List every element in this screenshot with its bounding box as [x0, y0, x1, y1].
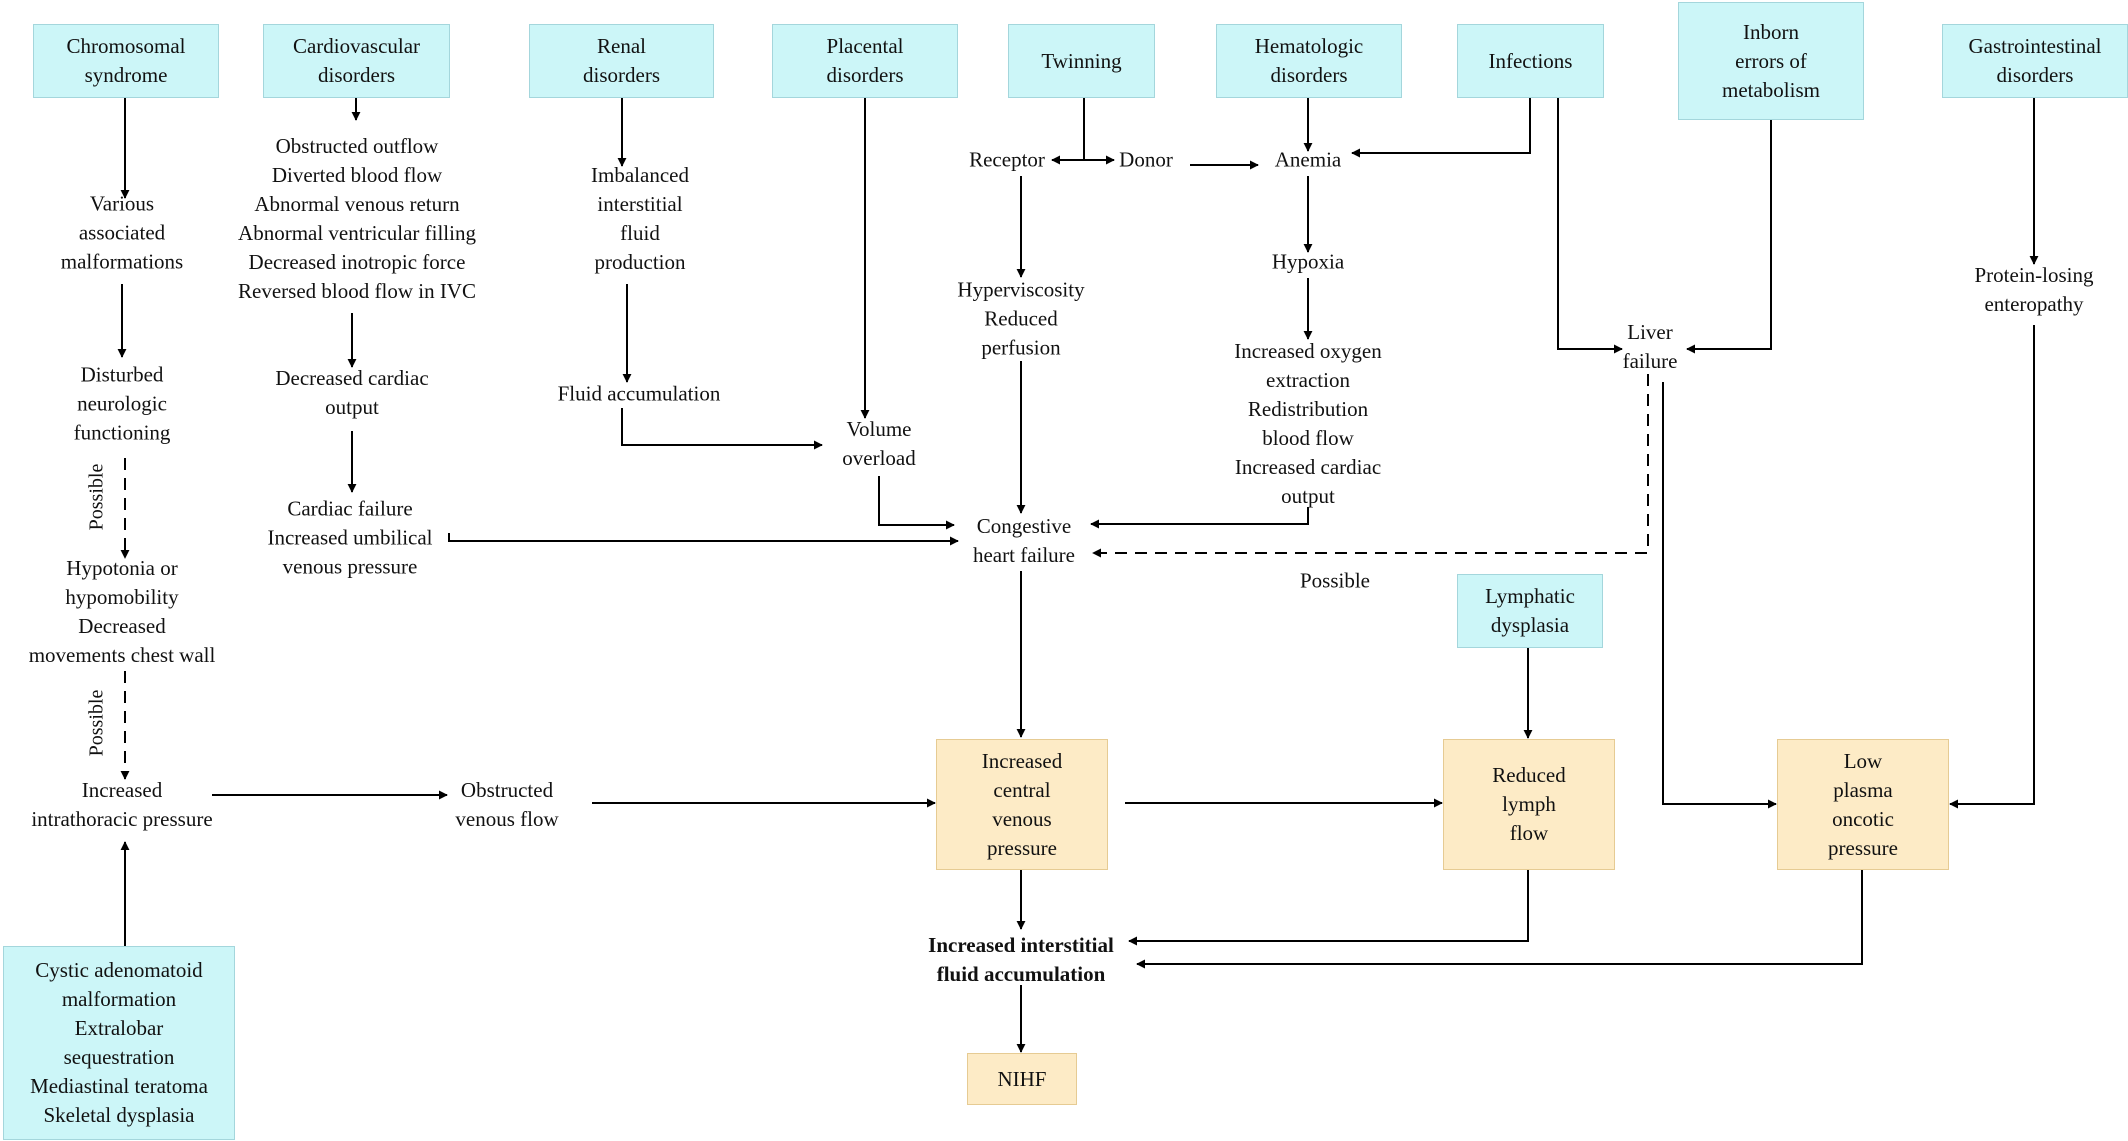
cause-chromosomal-syndrome: Chromosomal syndrome — [33, 24, 219, 98]
arrow-infections-anemia — [1351, 97, 1531, 158]
cause-thoracic-lesions: Cystic adenomatoid malformation Extralob… — [3, 946, 235, 1140]
arrow-failure-chf — [448, 533, 959, 546]
arrow-inborn-liver — [1686, 118, 1772, 354]
step-donor: Donor — [1119, 147, 1173, 172]
outcome-interstitial-fluid-accumulation: Increased interstitial fluid accumulatio… — [928, 933, 1114, 986]
outcome-reduced-lymph-flow: Reduced lymph flow — [1443, 739, 1615, 870]
step-intrathoracic-pressure: Increased intrathoracic pressure — [31, 778, 213, 831]
arrow-fluid-volume — [621, 408, 823, 450]
step-various-malformations: Various associated malformations — [60, 191, 184, 274]
step-obstructed-venous-flow: Obstructed venous flow — [455, 778, 559, 831]
cause-inborn-errors: Inborn errors of metabolism — [1678, 2, 1864, 120]
cause-twinning: Twinning — [1008, 24, 1155, 98]
arrow-infections-liver — [1557, 97, 1623, 354]
step-fluid-accumulation: Fluid accumulation — [557, 381, 721, 406]
cause-placental-disorders: Placental disorders — [772, 24, 958, 98]
step-congestive-heart-failure: Congestive heart failure — [972, 514, 1076, 567]
outcome-low-plasma-oncotic-pressure: Low plasma oncotic pressure — [1777, 739, 1949, 870]
step-imbalanced-fluid-production: Imbalanced interstitial fluid production — [591, 163, 689, 274]
step-disturbed-neurologic: Disturbed neurologic functioning — [73, 362, 171, 445]
arrow-liver-chf — [1092, 374, 1649, 558]
cause-gastrointestinal-disorders: Gastrointestinal disorders — [1942, 24, 2128, 98]
arrow-lymph-interstitial — [1128, 869, 1529, 946]
cause-cardiovascular-disorders: Cardiovascular disorders — [263, 24, 450, 98]
arrow-oxygen-chf — [1090, 507, 1309, 529]
step-oxygen-extraction: Increased oxygen extraction Redistributi… — [1234, 339, 1382, 508]
edge-label-possible-liver: Possible — [1299, 568, 1371, 593]
arrow-oncotic-interstitial — [1136, 869, 1863, 969]
cause-hematologic-disorders: Hematologic disorders — [1216, 24, 1402, 98]
step-liver-failure: Liver failure — [1622, 320, 1678, 373]
step-decreased-cardiac-output: Decreased cardiac output — [275, 366, 429, 419]
arrow-liver-oncotic — [1662, 382, 1777, 809]
step-anemia: Anemia — [1274, 147, 1342, 172]
step-receptor: Receptor — [969, 147, 1045, 172]
step-hypotonia: Hypotonia or hypomobility Decreased move… — [28, 556, 216, 667]
step-cardiac-failure: Cardiac failure Increased umbilical veno… — [267, 496, 433, 579]
outcome-nihf: NIHF — [967, 1053, 1077, 1105]
cause-renal-disorders: Renal disorders — [529, 24, 714, 98]
step-cardio-mechanisms: Obstructed outflow Diverted blood flow A… — [238, 134, 476, 303]
edge-label-possible-neurologic: Possible — [85, 463, 108, 531]
cause-lymphatic-dysplasia: Lymphatic dysplasia — [1457, 574, 1603, 648]
step-hyperviscosity: Hyperviscosity Reduced perfusion — [957, 277, 1085, 360]
arrow-protein-oncotic — [1949, 325, 2035, 809]
cause-infections: Infections — [1457, 24, 1604, 98]
edge-label-possible-hypotonia: Possible — [85, 689, 108, 757]
step-hypoxia: Hypoxia — [1271, 249, 1345, 274]
step-volume-overload: Volume overload — [842, 417, 916, 470]
outcome-central-venous-pressure: Increased central venous pressure — [936, 739, 1108, 870]
step-protein-losing-enteropathy: Protein-losing enteropathy — [1974, 263, 2094, 316]
arrow-volume-chf — [878, 476, 955, 530]
